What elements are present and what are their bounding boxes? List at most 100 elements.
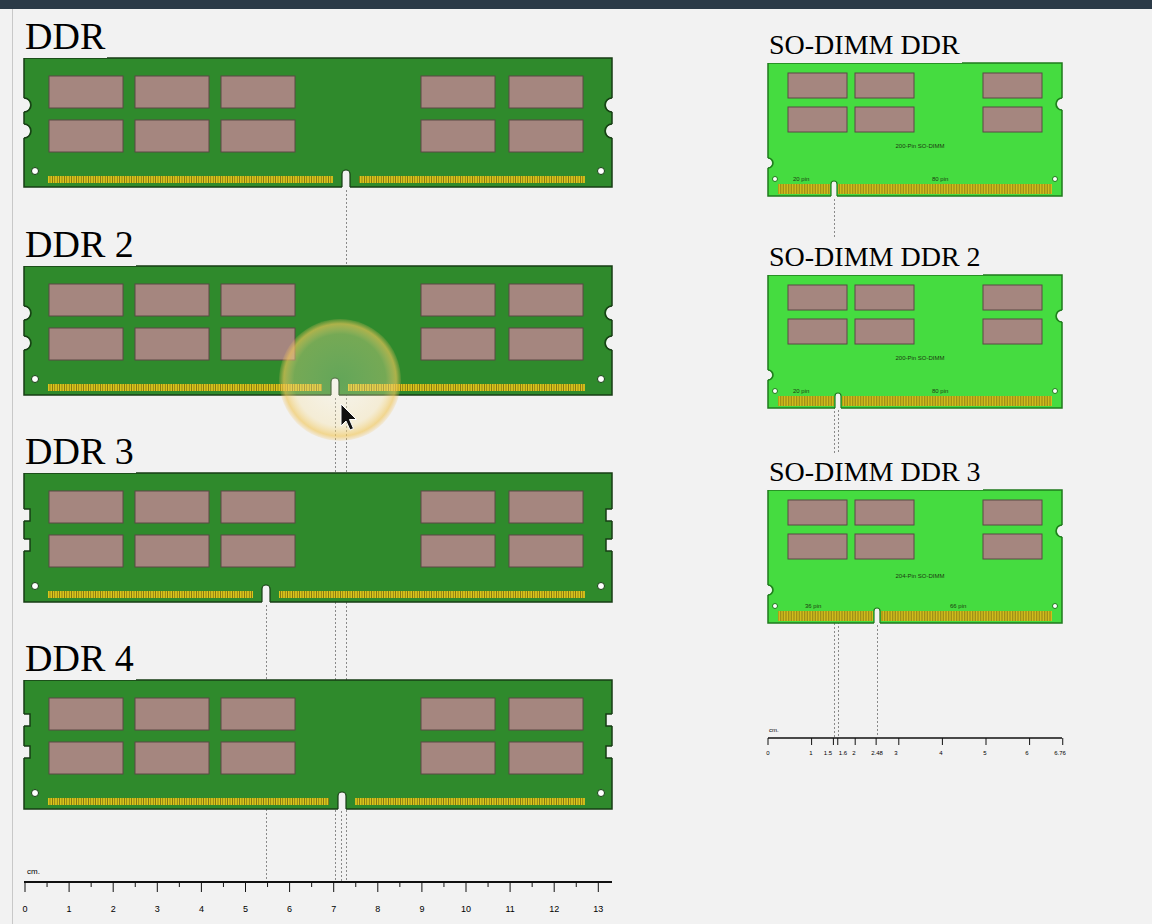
ruler-unit: cm.: [27, 868, 40, 876]
ruler-tick: [443, 882, 444, 887]
ruler-number: 7: [331, 905, 336, 914]
pcb: [24, 473, 612, 602]
memory-chip: [221, 284, 295, 316]
memory-chip: [49, 535, 123, 567]
memory-chip: [421, 328, 495, 360]
side-notch: [24, 124, 31, 138]
ruler-tick: [113, 882, 114, 892]
module-board: [767, 63, 1063, 198]
key-notch: [262, 585, 270, 602]
memory-chip: [135, 698, 209, 730]
module-heading: DDR 2: [23, 222, 136, 266]
dimm-module: DDR 4: [24, 636, 612, 809]
ruler-number: 6: [1025, 750, 1028, 756]
module-drawing: [767, 274, 1063, 411]
ruler-tick: [47, 882, 48, 887]
side-notch: [606, 509, 612, 521]
memory-chip: [135, 328, 209, 360]
side-notch: [24, 539, 30, 551]
memory-chip: [788, 285, 847, 310]
side-notch: [23, 509, 30, 521]
mounting-hole: [32, 376, 39, 383]
side-notch: [767, 585, 772, 595]
side-notch: [24, 98, 31, 112]
side-notch: [24, 306, 31, 320]
mounting-hole: [598, 790, 605, 797]
side-notch: [1056, 98, 1062, 110]
ruler-tick: [179, 882, 180, 887]
ruler-number: 9: [419, 905, 424, 914]
ruler-number: 2.48: [871, 750, 883, 756]
memory-chip: [221, 491, 295, 523]
side-notch: [1057, 310, 1063, 322]
memory-chip: [421, 698, 495, 730]
memory-chip: [788, 500, 847, 525]
ruler-number: 10: [461, 905, 471, 914]
module-board: [767, 490, 1063, 625]
ruler-unit: cm.: [769, 727, 779, 733]
ruler-tick: [289, 882, 290, 892]
ruler-tick: [25, 882, 26, 892]
ruler-number: 2: [111, 905, 116, 914]
ruler-tick: [942, 738, 943, 745]
module-board: [767, 275, 1063, 410]
module-heading: SO-DIMM DDR 3: [767, 454, 983, 490]
page-edge-line: [12, 9, 13, 924]
ruler-tick: [311, 882, 312, 887]
ruler-tick: [333, 882, 334, 892]
module-drawing: [23, 679, 613, 812]
side-notch: [23, 98, 30, 112]
side-notch: [606, 746, 613, 758]
contact-pins: [778, 611, 873, 621]
dimm-module: DDR 2: [24, 222, 612, 395]
key-notch: [342, 170, 350, 187]
memory-chip: [421, 284, 495, 316]
module-board: [23, 680, 613, 811]
ruler-tick: [466, 882, 467, 892]
memory-chip: [788, 73, 847, 98]
mouse-cursor: [341, 404, 357, 430]
ruler-tick: [91, 882, 92, 887]
module-heading: SO-DIMM DDR: [767, 27, 962, 63]
memory-chip: [221, 535, 295, 567]
mounting-hole: [773, 177, 778, 182]
contact-pins: [778, 396, 834, 406]
side-notch: [23, 306, 30, 320]
key-notch: [874, 608, 880, 625]
memory-chip: [421, 120, 495, 152]
memory-chip: [788, 107, 847, 132]
side-notch: [606, 306, 613, 320]
side-notch: [768, 370, 773, 380]
memory-chip: [421, 742, 495, 774]
memory-chip: [855, 534, 914, 559]
memory-chip: [983, 285, 1042, 310]
ruler-tick: [245, 882, 246, 892]
ruler-tick: [855, 738, 856, 745]
module-heading: DDR 3: [23, 429, 136, 473]
leader-line: [341, 807, 342, 881]
memory-chip: [855, 319, 914, 344]
leader-line: [877, 621, 878, 737]
board-print: 36 pin: [805, 603, 821, 609]
board-print: 20 pin: [793, 388, 809, 394]
memory-chip: [49, 698, 123, 730]
ruler-tick: [986, 738, 987, 745]
mounting-hole: [773, 604, 778, 609]
side-notch: [768, 158, 773, 168]
side-notch: [767, 158, 772, 168]
sodimm-module: SO-DIMM DDR200-Pin SO-DIMM20 pin80 pin: [768, 27, 1062, 196]
ruler-tick: [267, 882, 268, 887]
dimm-module: DDR: [24, 14, 612, 187]
ruler-tick: [201, 882, 202, 892]
ruler-number: 2: [852, 750, 855, 756]
side-notch: [606, 714, 612, 726]
video-top-band: [0, 0, 1152, 9]
contact-pins: [48, 384, 322, 391]
ruler-tick: [69, 882, 70, 892]
side-notch: [1056, 525, 1062, 537]
side-notch: [605, 98, 612, 112]
side-notch: [1057, 525, 1063, 537]
contact-pins: [279, 591, 585, 598]
mounting-hole: [598, 168, 605, 175]
